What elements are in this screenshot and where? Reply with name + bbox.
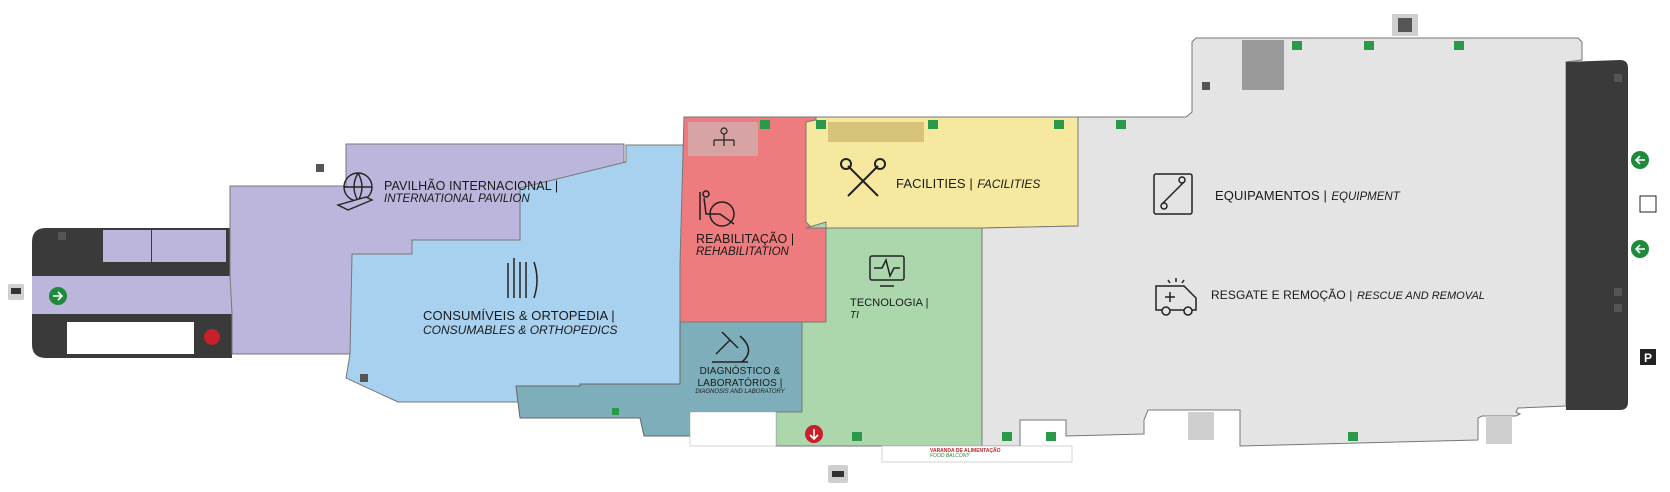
- bus-icon: [8, 284, 24, 300]
- entrance-panel: [32, 228, 232, 358]
- label-pavilhao: PAVILHÃO INTERNACIONAL | INTERNATIONAL P…: [384, 179, 559, 206]
- label-reabilitacao: REABILITAÇÃO | REHABILITATION: [696, 232, 795, 259]
- wheelchair-icon: [699, 190, 735, 227]
- service-panel: [1566, 60, 1628, 410]
- tools-icon: [840, 158, 886, 197]
- fire-extinguisher-icon: [204, 329, 220, 345]
- label-food-balcony: VARANDA DE ALIMENTAÇÃO FOOD BALCONY: [930, 448, 1001, 459]
- label-consumiveis: CONSUMÍVEIS & ORTOPEDIA | CONSUMABLES & …: [423, 308, 618, 337]
- globe-plane-icon: [336, 172, 374, 211]
- svg-text:P: P: [1644, 351, 1652, 365]
- ambulance-icon: [1155, 278, 1197, 316]
- label-equipamentos: EQUIPAMENTOS | EQUIPMENT: [1215, 188, 1400, 203]
- parking-icon: P: [1640, 349, 1656, 365]
- restroom-icon: [58, 18, 1622, 382]
- label-tecnologia: TECNOLOGIA | TI: [850, 297, 929, 321]
- bone-xray-icon: [1153, 173, 1193, 215]
- org-chart-icon: [713, 127, 735, 146]
- monitor-pulse-icon: [869, 255, 905, 287]
- label-diagnostico: DIAGNÓSTICO & LABORATÓRIOS | DIAGNOSIS A…: [695, 366, 785, 395]
- emergency-exit-icon: [612, 41, 1464, 441]
- zone-grey-hall[interactable]: [981, 37, 1583, 447]
- label-resgate: RESGATE E REMOÇÃO | RESCUE AND REMOVAL: [1211, 288, 1485, 302]
- car-icon: [828, 465, 848, 483]
- label-facilities: FACILITIES | FACILITIES: [896, 176, 1041, 191]
- microscope-icon: [712, 331, 750, 363]
- elevator-icon: [1639, 195, 1657, 213]
- surgical-tools-icon: [507, 258, 538, 299]
